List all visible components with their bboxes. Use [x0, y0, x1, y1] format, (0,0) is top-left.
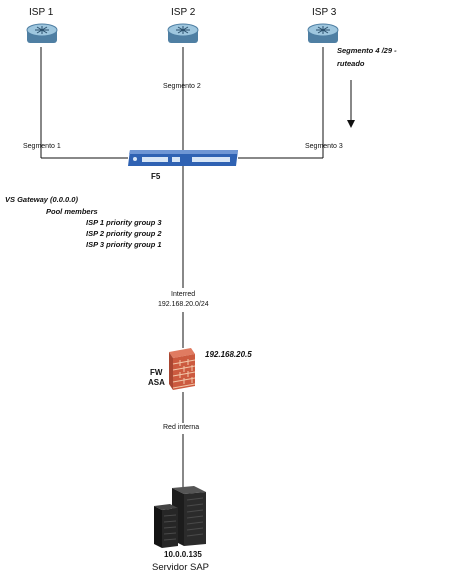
pool-members-label: Pool members [46, 207, 98, 216]
firewall-model-label: ASA [148, 378, 165, 387]
priority-group-isp1: ISP 1 priority group 3 [86, 218, 162, 227]
server-ip-label: 10.0.0.135 [164, 550, 202, 559]
isp-1-label: ISP 1 [29, 7, 54, 18]
server-name-label: Servidor SAP [152, 562, 210, 573]
down-arrow-head [347, 120, 355, 128]
interred-subnet-label: 192.168.20.0/24 [158, 301, 209, 308]
firewall-icon [169, 348, 196, 390]
segment-1-label: Segmento 1 [23, 143, 61, 150]
f5-appliance-icon [128, 150, 238, 166]
firewall-ip-label: 192.168.20.5 [205, 350, 252, 359]
isp-2-label: ISP 2 [171, 7, 196, 18]
isp-3-router-icon [307, 23, 339, 43]
isp-1-router-icon [26, 23, 58, 43]
vs-gateway-label: VS Gateway (0.0.0.0) [5, 195, 78, 204]
f5-label: F5 [151, 172, 161, 181]
segment-4-label: Segmento 4 /29 - [337, 46, 397, 55]
priority-group-isp2: ISP 2 priority group 2 [86, 229, 162, 238]
red-interna-label: Red interna [163, 424, 200, 431]
priority-group-isp3: ISP 3 priority group 1 [86, 240, 162, 249]
firewall-label: FW [150, 368, 163, 377]
isp-3-label: ISP 3 [312, 7, 337, 18]
interred-label: Interred [171, 291, 196, 298]
segment-2-label: Segmento 2 [163, 83, 201, 90]
segment-3-label: Segmento 3 [305, 143, 343, 150]
segment-4-routed-label: ruteado [337, 59, 365, 68]
isp-2-router-icon [167, 23, 199, 43]
server-rack-icon [154, 486, 206, 548]
